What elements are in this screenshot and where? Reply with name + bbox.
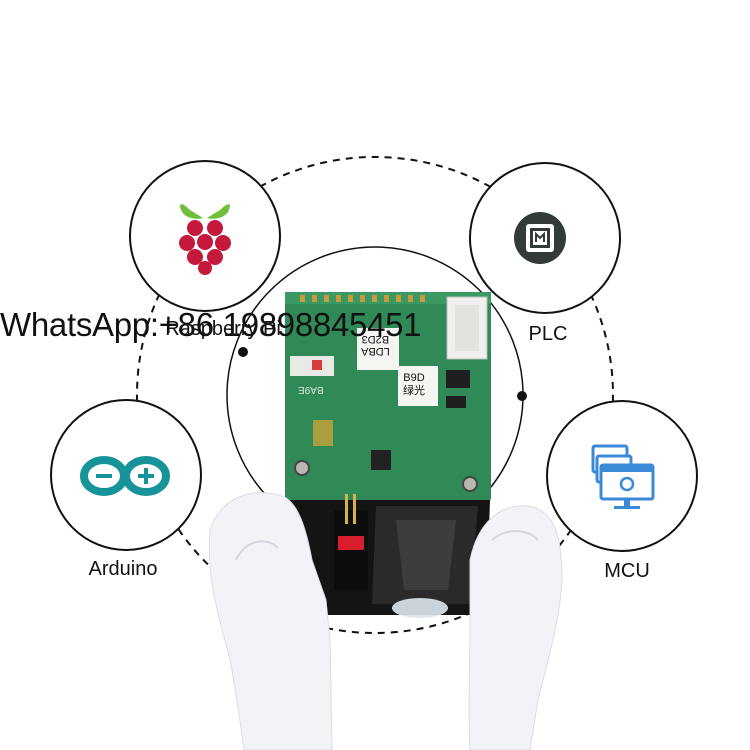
raspberry-pi-node	[129, 160, 281, 312]
mcu-node	[546, 400, 698, 552]
orbit-dot-right	[517, 391, 527, 401]
chip-b-line2: 绿光	[403, 385, 425, 397]
dashed-orbit	[136, 156, 614, 634]
pcb-silkscreen-mark: BA9E	[298, 384, 324, 395]
gloved-hands	[208, 492, 563, 750]
plc-label: PLC	[528, 323, 568, 345]
chip-label-a	[357, 328, 399, 370]
arduino-label: Arduino	[88, 558, 158, 580]
plc-chip-icon	[514, 212, 566, 264]
orbit-dot-left	[238, 347, 248, 357]
chip-a-line1: LDBA	[361, 345, 390, 357]
whatsapp-watermark: WhatsApp:+86 19898845451	[0, 306, 422, 343]
mcu-label: MCU	[604, 560, 650, 582]
chip-label-b	[398, 366, 438, 406]
raspberry-pi-label: Raspberry Pi	[165, 318, 281, 340]
chip-b-text: B9D 绿光	[403, 372, 425, 398]
mcu-monitors-icon	[591, 444, 655, 509]
laser-diode	[338, 536, 364, 550]
arduino-icon	[80, 456, 170, 496]
arduino-node	[50, 399, 202, 551]
laser-sensor-module	[285, 292, 491, 618]
chip-b-line1: B9D	[403, 372, 425, 384]
raspberry-pi-icon	[179, 204, 231, 275]
plc-node	[469, 162, 621, 314]
pcb-board	[285, 292, 491, 502]
